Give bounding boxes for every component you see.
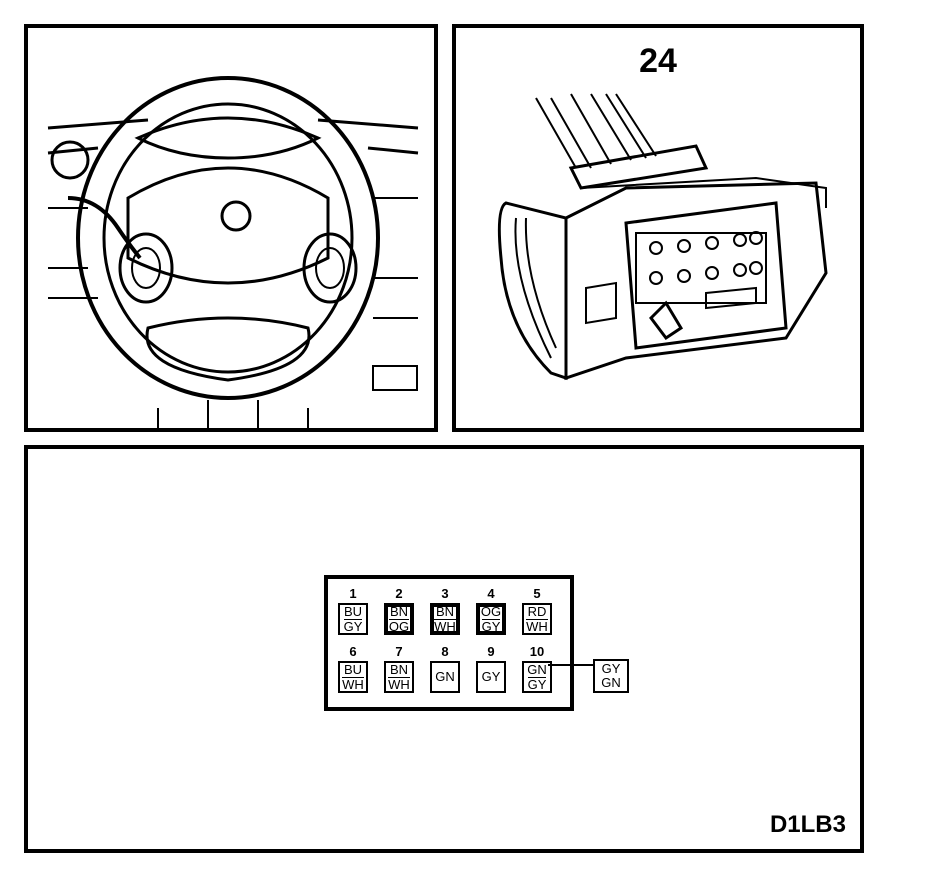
steering-wheel-panel — [24, 24, 438, 432]
external-wire-line — [548, 664, 594, 666]
external-wire-box: GY GN — [593, 659, 629, 693]
steering-wheel-illustration — [47, 76, 419, 428]
pin-8: 8 GN — [426, 645, 464, 693]
connector-panel: 24 — [452, 24, 864, 432]
figure-code: D1LB3 — [769, 811, 846, 838]
connector-number: 24 — [639, 42, 677, 80]
connector-illustration — [497, 93, 828, 381]
pin-9: 9 GY — [472, 645, 510, 693]
